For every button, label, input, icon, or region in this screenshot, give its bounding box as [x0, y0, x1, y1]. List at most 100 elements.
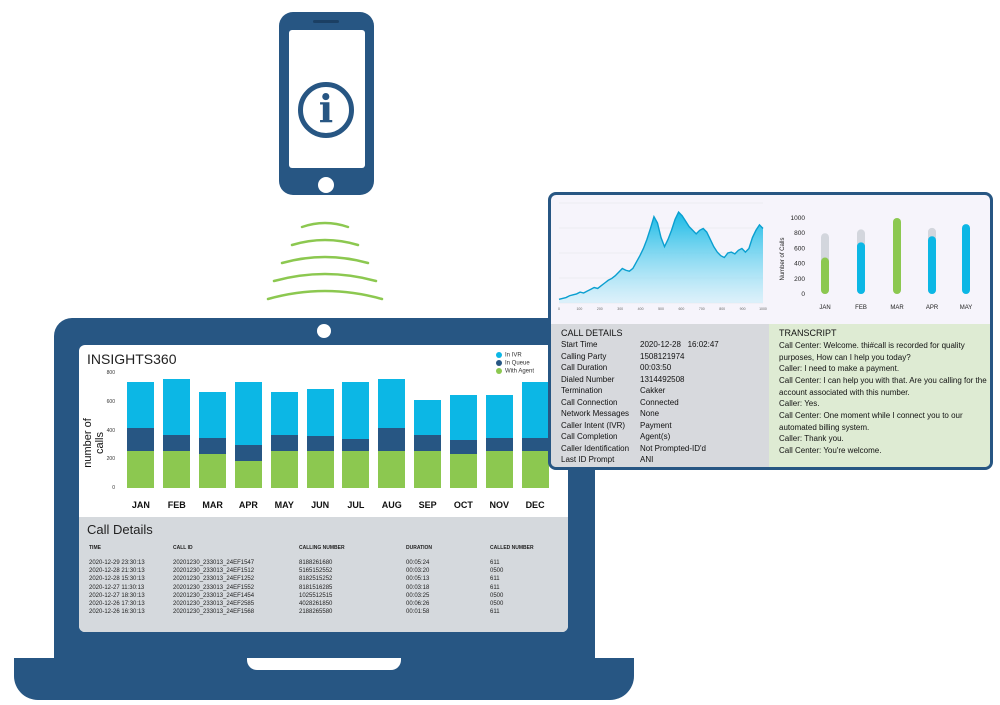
table-cell: 1025512515	[299, 592, 333, 599]
table-cell: 20201230_233013_24EF1552	[173, 584, 255, 591]
transcript-line: Caller: Yes.	[779, 399, 820, 408]
x-tick-label: JUN	[311, 500, 330, 510]
bar-segment-in-queue	[414, 434, 442, 451]
table-cell: 0500	[490, 568, 504, 575]
bar-segment-with-agent	[378, 450, 406, 488]
x-tick-label: DEC	[525, 500, 545, 510]
info-icon	[298, 82, 354, 138]
bar	[893, 218, 901, 294]
bar	[857, 242, 865, 294]
table-cell: 20201230_233013_24EF2585	[173, 601, 255, 607]
y-tick-label: 600	[106, 398, 115, 405]
table-cell: 2020-12-27 18:30:13	[89, 592, 145, 599]
table-cell: 2020-12-26 16:30:13	[89, 609, 145, 616]
x-tick-label: 700	[699, 307, 705, 311]
table-cell: 00:05:24	[406, 560, 430, 566]
table-cell: 0500	[490, 592, 504, 599]
table-row[interactable]: 2020-12-27 18:30:13 20201230_233013_24EF1…	[79, 593, 568, 601]
x-tick-label: FEB	[167, 500, 186, 510]
wireless-signal-icon	[266, 221, 384, 301]
x-tick-label: OCT	[453, 500, 473, 510]
table-cell: 00:01:58	[406, 609, 430, 616]
table-cell: 611	[490, 609, 500, 616]
bar-segment-in-ivr	[414, 400, 442, 435]
y-tick-label: 0	[112, 485, 115, 491]
field-label: Call Connection	[561, 397, 618, 407]
area-fill	[559, 212, 763, 303]
bar-segment-in-queue	[485, 438, 513, 451]
bar-segment-in-ivr	[234, 382, 262, 445]
field-value: 2020-12-28 16:02:47	[640, 340, 719, 349]
field-label: Last ID Prompt	[561, 455, 615, 464]
col-header-called-number: CALLED NUMBER	[490, 545, 534, 551]
dashboard-screen: INSIGHTS360 In IVR In Queue With Agent n…	[79, 345, 568, 632]
call-details-title: Call Details	[87, 522, 153, 537]
bar-segment-in-queue	[234, 444, 262, 461]
transcript-line: Caller: Thank you.	[779, 434, 844, 443]
bar	[821, 257, 829, 294]
table-cell: 20201230_233013_24EF1547	[173, 560, 255, 566]
bar-segment-in-ivr	[342, 382, 370, 440]
field-value: Agent(s)	[640, 432, 671, 441]
table-cell: 00:03:25	[406, 592, 430, 599]
table-cell: 20201230_233013_24EF1568	[173, 609, 255, 616]
legend-item-with-agent: With Agent	[496, 368, 534, 375]
popup-call-details-title: CALL DETAILS	[561, 328, 623, 338]
table-row[interactable]: 2020-12-26 17:30:13 20201230_233013_24EF2…	[79, 601, 568, 609]
area-line	[558, 210, 764, 301]
table-cell: 2020-12-28 15:30:13	[89, 576, 145, 583]
bar-segment-with-agent	[306, 450, 334, 488]
x-tick-label: 800	[719, 307, 725, 311]
bar-segment-in-ivr	[163, 378, 191, 435]
bar-segment-in-queue	[521, 437, 549, 451]
info-icon-glyph: i	[318, 86, 334, 131]
field-label: Network Messages	[561, 409, 630, 418]
field-label: Termination	[561, 386, 603, 395]
legend-item-in-queue: In Queue	[496, 360, 530, 367]
field-value: Not Prompted-ID'd	[640, 443, 706, 453]
table-cell: 20201230_233013_24EF1454	[173, 592, 255, 599]
bar	[928, 236, 936, 294]
table-cell: 2020-12-27 11:30:13	[89, 584, 145, 591]
table-cell: 2020-12-29 23:30:13	[89, 560, 145, 566]
table-cell: 2020-12-26 17:30:13	[89, 601, 145, 607]
field-label: Call Completion	[561, 432, 618, 441]
x-tick-label: 500	[658, 307, 664, 311]
legend-item-in-ivr: In IVR	[496, 352, 522, 359]
transcript-panel: TRANSCRIPT Call Center: Welcome. thi#cal…	[769, 324, 990, 467]
laptop-camera	[317, 324, 331, 338]
field-value: 1508121974	[640, 351, 685, 361]
field-value: 00:03:50	[640, 363, 672, 372]
bar-segment-with-agent	[521, 450, 549, 488]
app-title: INSIGHTS360	[87, 351, 177, 367]
table-row[interactable]: 2020-12-27 11:30:13 20201230_233013_24EF1…	[79, 585, 568, 593]
table-cell: 00:03:18	[406, 584, 430, 591]
x-tick-label: 200	[597, 307, 603, 311]
col-header-duration: DURATION	[406, 545, 433, 551]
field-value: ANI	[640, 455, 654, 464]
bar-segment-in-queue	[127, 427, 155, 451]
phone-speaker	[313, 20, 339, 23]
x-tick-label: 600	[678, 307, 684, 311]
bar-segment-with-agent	[342, 450, 370, 488]
bar-segment-in-ivr	[199, 391, 227, 439]
field-value: Payment	[640, 420, 672, 430]
field-label: Dialed Number	[561, 374, 615, 384]
bar-segment-with-agent	[199, 453, 227, 488]
bar-segment-in-ivr	[485, 395, 513, 439]
bar-segment-in-queue	[199, 438, 227, 454]
table-cell: 8181516285	[299, 584, 333, 591]
bar-segment-in-ivr	[306, 388, 334, 436]
x-tick-label: APR	[238, 500, 258, 510]
x-tick-label: 1000	[759, 307, 767, 311]
table-row[interactable]: 2020-12-26 16:30:13 20201230_233013_24EF1…	[79, 609, 568, 617]
table-row[interactable]: 2020-12-29 23:30:13 20201230_233013_24EF1…	[79, 560, 568, 568]
col-header-calling-number: CALLING NUMBER	[299, 545, 345, 551]
table-cell: 00:06:26	[406, 601, 430, 607]
table-cell: 2188265580	[299, 609, 333, 616]
